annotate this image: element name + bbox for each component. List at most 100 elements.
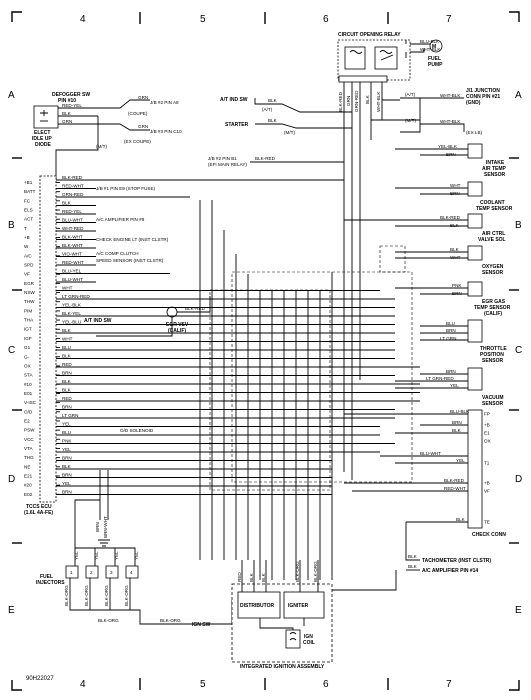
fuel-pump: M FUEL PUMP BLU-BLK WHT-BLK — [405, 39, 443, 68]
wire-label: BLK — [62, 379, 72, 384]
ecu-pin-label: +B — [24, 235, 30, 240]
ecu-pin-label: IGF — [24, 336, 32, 341]
tps-label: SENSOR — [482, 358, 504, 364]
note: (COUPE) — [128, 111, 148, 116]
j1-label: (GND) — [466, 100, 481, 106]
wire-label: RED-YEL — [62, 209, 82, 214]
wire-label: BLK-RED — [255, 156, 276, 161]
wire-label: BLK-RED — [440, 215, 461, 220]
wire-label: BLK — [450, 247, 460, 252]
wire-label: BLU — [446, 321, 455, 326]
j1-label: CONN PIN #21 — [466, 94, 500, 100]
row-label: A — [8, 90, 15, 101]
wire-label: YEL — [456, 458, 465, 463]
ox-label: OXYGEN — [482, 264, 504, 270]
wire-label: RED — [237, 572, 242, 582]
ecu-pin-label: THA — [24, 318, 34, 323]
note: (EFI MAIN RELAY) — [208, 162, 247, 167]
wire-label: BLK — [62, 354, 72, 359]
wire-label: BLK — [408, 564, 418, 569]
wire-label: YEL — [74, 551, 79, 560]
ecu-pin-label: +B1 — [24, 180, 33, 185]
row-label: D — [8, 474, 15, 485]
vac-label: SENSOR — [482, 401, 504, 407]
svg-text:2: 2 — [90, 570, 93, 575]
ecu-pin-label: G- — [24, 354, 30, 359]
ia-label: INTEGRATED IGNITION ASSEMBLY — [240, 664, 325, 670]
wire-label: WHT — [62, 337, 73, 342]
wire-label: BRN — [446, 328, 456, 333]
col-label: 6 — [323, 14, 329, 25]
wire-label: RED-WHT — [62, 260, 84, 265]
ecu-pin-label: E01 — [24, 391, 33, 396]
row-label: E — [8, 605, 15, 616]
wire-label: BLK-ORG — [64, 585, 69, 606]
wire-label: BRN — [62, 456, 72, 461]
check-conn-pin: TE — [484, 520, 490, 525]
inj-label: INJECTORS — [36, 580, 65, 586]
tps-label: POSITION — [480, 352, 504, 358]
wire-label: BLU-WHT — [420, 451, 441, 456]
check-conn-pin: FP — [484, 412, 490, 417]
ign-coil-label: IGN — [304, 634, 313, 640]
wire-label: WHT — [62, 286, 73, 291]
wire-label: PNK — [452, 283, 462, 288]
ecu-pin-label: A/C — [24, 253, 32, 258]
efi-main-relay: J/B #2 PIN B1 (EFI MAIN RELAY) BLK-RED — [208, 156, 344, 167]
ecu-pin-label: EGR — [24, 281, 35, 286]
wire-label: YEL — [62, 447, 71, 452]
ecu-pin-label: O/D — [24, 409, 33, 414]
diode-label: IDLE UP — [32, 136, 52, 142]
col-label: 4 — [80, 679, 86, 690]
wire-label: BLK — [261, 572, 266, 582]
wire-label: GRN-RED — [354, 90, 359, 112]
note: CHECK ENGINE LT (INST CLSTR) — [96, 237, 169, 242]
diode-label: ELECT — [34, 130, 50, 136]
note: J/B #2 PIN B1 — [208, 156, 237, 161]
intake-air-temp-sensor: YEL-BLK BRN INTAKE AIR TEMP SENSOR — [395, 143, 507, 178]
inj-label: FUEL — [40, 574, 53, 580]
wire-label: YEL — [114, 551, 119, 560]
ecu-pin-label: VTA — [24, 446, 34, 451]
defogger-sw: DEFOGGER SW PIN #10 ELECT IDLE UP DIODE … — [32, 92, 182, 180]
row-label: A — [515, 90, 522, 101]
wire-label: LT GRN-RED — [62, 294, 90, 299]
wire-label: BLK — [62, 201, 72, 206]
ecu-pin-label: OX — [24, 363, 31, 368]
fuel-pump-label: PUMP — [428, 62, 443, 68]
wire-label: BLK-ORG — [160, 618, 181, 623]
wire-label: BLK-WHT — [62, 243, 83, 248]
egr-vsv-label: EGR VSV — [166, 322, 189, 328]
wire-label: BRN — [452, 420, 462, 425]
ecu-label: TCCS ECU — [26, 504, 52, 510]
note: A/C AMPLIFIER PIN #9 — [96, 217, 145, 222]
wire-label: BLK-RED — [185, 306, 206, 311]
ecu-pin-label: THG — [24, 455, 34, 460]
wire-label: BLK — [450, 223, 460, 228]
wire-label: WHT-BLK — [420, 47, 441, 52]
wire-label: GRN — [138, 124, 148, 129]
circuit-opening-relay: CIRCUIT OPENING RELAY — [337, 32, 411, 86]
wire-label: BLK-YEL — [62, 311, 81, 316]
check-conn-pin: E1 — [484, 431, 490, 436]
vac-label: VACUUM — [482, 395, 504, 401]
wire-label: LT GRN-RED — [426, 376, 454, 381]
wire-label: BLK-ORG — [98, 618, 119, 623]
ecu-pin-label: IGT — [24, 327, 32, 332]
ecu-pin-label: W — [24, 244, 29, 249]
relay-title: CIRCUIT OPENING RELAY — [338, 32, 401, 38]
egrt-label: EGR GAS — [482, 299, 506, 305]
cc-label: CHECK CONN — [472, 532, 506, 538]
coolant-temp-sensor: WHT BRN COOLANT TEMP SENSOR — [395, 181, 513, 212]
wire-label: YEL — [62, 481, 71, 486]
col-label: 7 — [446, 14, 452, 25]
note: (EX COUPE) — [124, 139, 151, 144]
svg-text:1: 1 — [70, 570, 73, 575]
ox-label: SENSOR — [482, 270, 504, 276]
wire-label: YEL-BLK — [438, 144, 458, 149]
wire-label: BLK-ORG — [84, 585, 89, 606]
fuel-injectors: FUEL INJECTORS 1 2 3 4 BLK-ORGYELBLK-ORG… — [36, 499, 141, 612]
fuel-pump-label: FUEL — [428, 56, 441, 62]
